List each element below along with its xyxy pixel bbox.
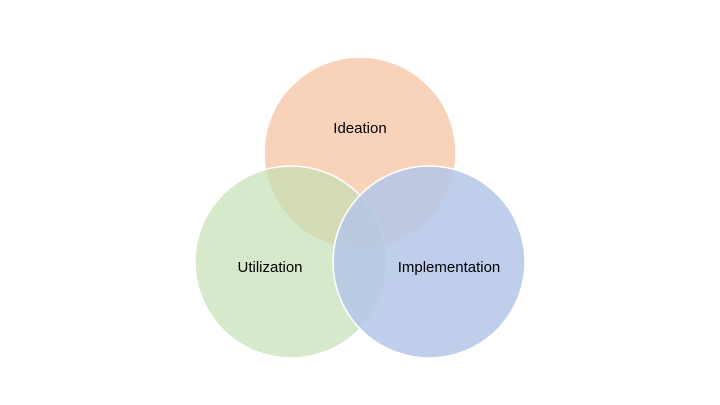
implementation-circle — [332, 165, 526, 359]
ideation-label: Ideation — [333, 120, 386, 137]
implementation-label: Implementation — [398, 259, 501, 276]
utilization-label: Utilization — [237, 259, 302, 276]
